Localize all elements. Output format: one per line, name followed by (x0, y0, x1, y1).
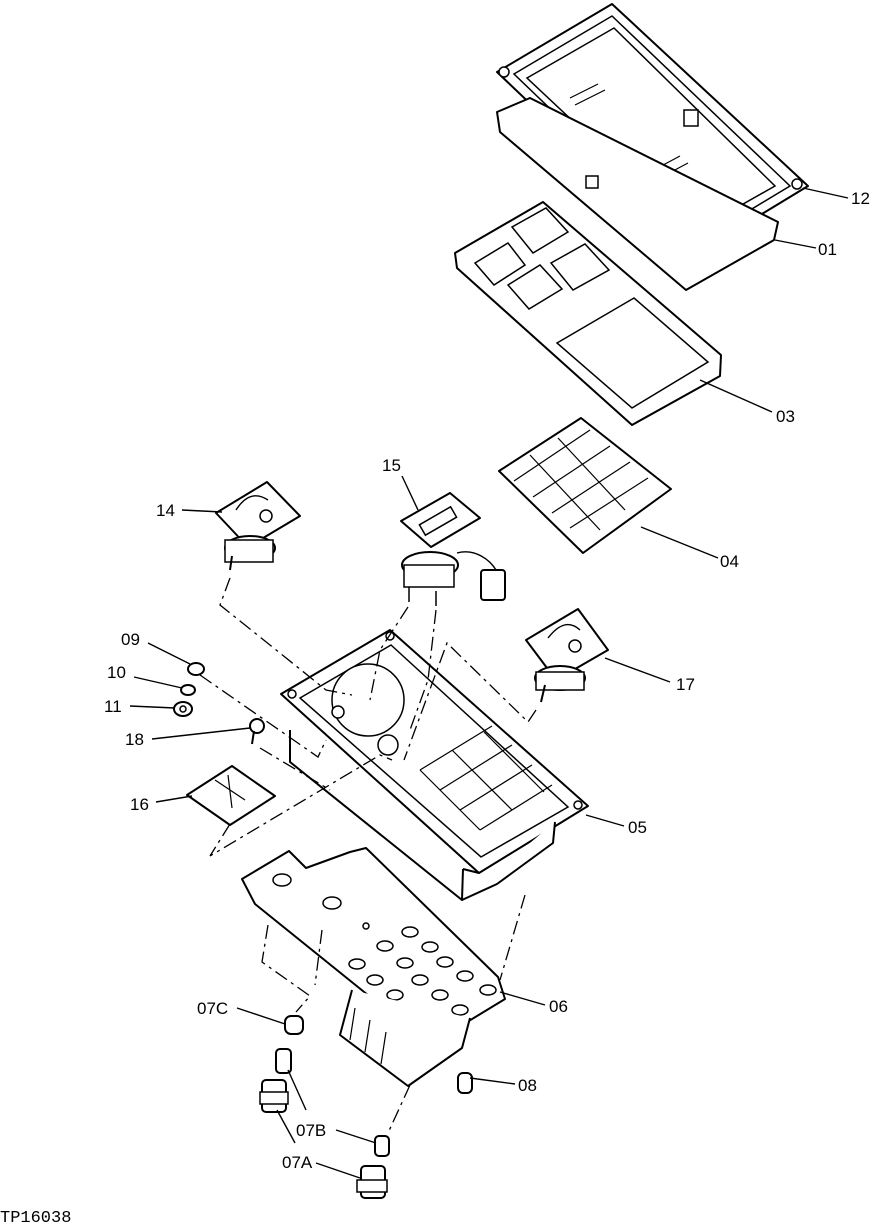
callout-05: 05 (628, 818, 647, 837)
callout-12: 12 (851, 189, 870, 208)
part-01-lens-cover (496, 97, 779, 291)
parts-09-10-11-hardware (173, 662, 205, 717)
part-07a-socket (259, 1079, 388, 1199)
part-04-label-sheet (498, 417, 672, 554)
assembly-lines (199, 577, 537, 1134)
callout-11: 11 (104, 697, 122, 716)
callout-08: 08 (518, 1076, 537, 1095)
callout-07a: 07A (282, 1153, 313, 1172)
callout-07b: 07B (296, 1121, 326, 1140)
callout-07c: 07C (197, 999, 228, 1018)
part-16-cover-plate (186, 765, 276, 826)
part-17-switch (525, 608, 609, 703)
part-07c-cap (284, 1015, 304, 1035)
part-07b-bulb (275, 1048, 390, 1157)
callout-14: 14 (156, 501, 175, 520)
callout-06: 06 (549, 997, 568, 1016)
part-08-screw (457, 1072, 473, 1094)
callout-18: 18 (125, 730, 144, 749)
callout-17: 17 (676, 675, 695, 694)
callout-09: 09 (121, 630, 140, 649)
callout-16: 16 (130, 795, 149, 814)
callout-03: 03 (776, 407, 795, 426)
callout-leaders (129, 187, 849, 1179)
callout-01: 01 (818, 240, 837, 259)
part-15-switch-module (400, 492, 506, 606)
callout-10: 10 (107, 663, 126, 682)
part-05-housing (280, 629, 589, 901)
part-06-circuit-board (241, 847, 506, 1087)
callout-15: 15 (382, 456, 401, 475)
part-18-screw (249, 718, 265, 745)
part-12-frame (496, 3, 809, 258)
callout-04: 04 (720, 552, 739, 571)
part-03-panel-insert (454, 201, 722, 426)
figure-id: TP16038 (0, 1209, 71, 1227)
part-14-switch (215, 481, 301, 571)
